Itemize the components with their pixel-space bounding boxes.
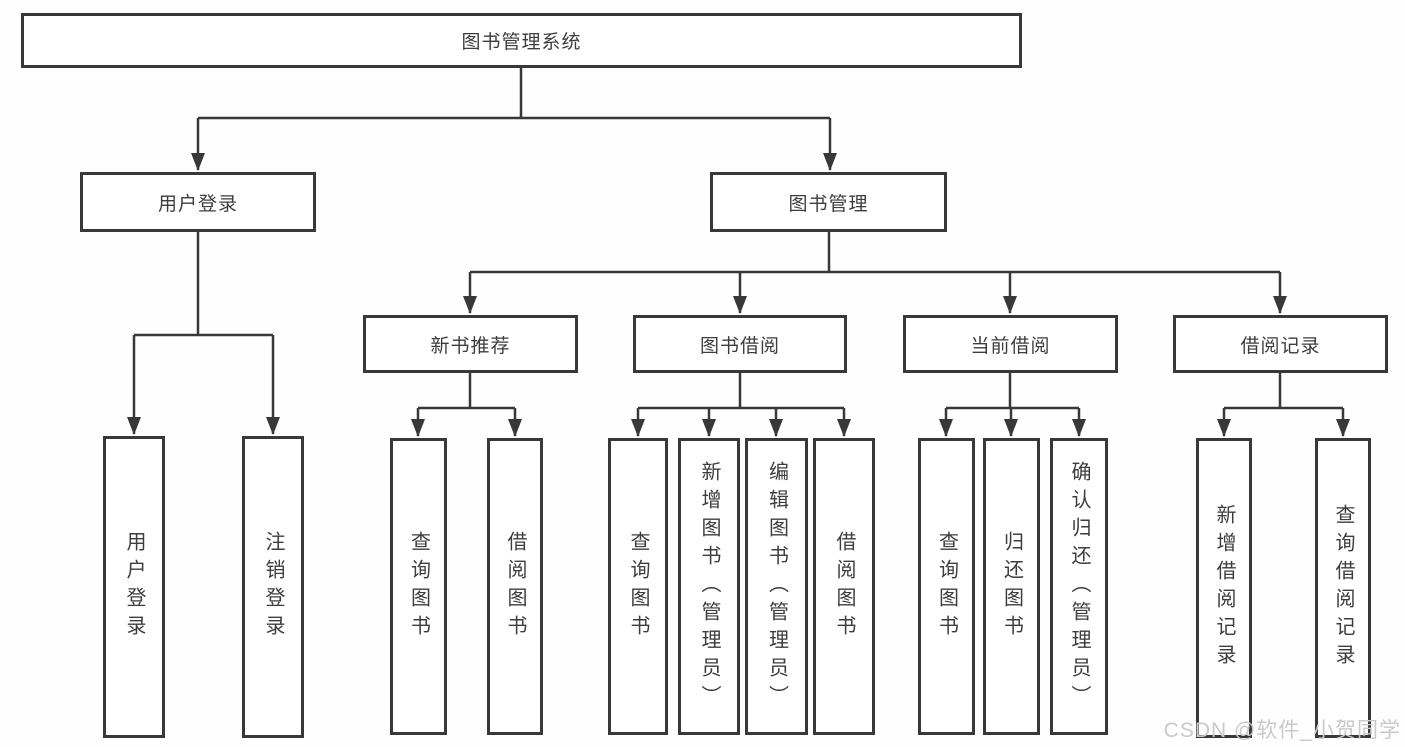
node-label: 查询图书 — [935, 530, 958, 643]
node-label: 确认归还（管理员） — [1068, 460, 1090, 713]
node-label: 查询图书 — [407, 530, 430, 643]
node-label: 图书管理系统 — [461, 32, 582, 53]
leaf-query-books-current: 查询图书 — [918, 438, 975, 735]
leaf-borrow-books-recommend: 借阅图书 — [487, 438, 543, 735]
connector-borrow-to-leaves — [638, 373, 844, 410]
node-label: 新增借阅记录 — [1213, 504, 1235, 672]
connector-userlogin-to-leaves — [134, 232, 273, 337]
node-label: 注销登录 — [262, 531, 284, 643]
node-label: 查询图书 — [627, 530, 649, 643]
csdn-watermark: CSDN @软件_小贺同学 — [1163, 719, 1401, 742]
leaf-confirm-return-admin: 确认归还（管理员） — [1050, 438, 1108, 735]
connector-bookmgmt-to-level3 — [470, 232, 1280, 274]
node-book-borrow: 图书借阅 — [633, 315, 847, 373]
node-label: 归还图书 — [1000, 530, 1023, 643]
node-label: 当前借阅 — [970, 335, 1051, 357]
node-borrow-records: 借阅记录 — [1173, 315, 1388, 373]
connector-newbook-to-leaves — [418, 373, 515, 410]
leaf-logout: 注销登录 — [242, 436, 304, 738]
node-label: 借阅记录 — [1240, 335, 1321, 357]
node-label: 用户登录 — [157, 193, 238, 215]
node-current-borrow: 当前借阅 — [903, 315, 1118, 373]
node-label: 图书借阅 — [699, 335, 780, 357]
leaf-user-login: 用户登录 — [103, 436, 165, 738]
node-label: 用户登录 — [123, 531, 145, 643]
node-label: 新增图书（管理员） — [698, 460, 720, 713]
connector-records-to-leaves — [1224, 373, 1343, 410]
node-label: 新书推荐 — [430, 335, 511, 357]
node-label: 编辑图书（管理员） — [765, 460, 788, 713]
node-label: 借阅图书 — [504, 530, 526, 643]
node-new-book-recommend: 新书推荐 — [363, 315, 578, 373]
connector-root-to-level2 — [198, 68, 830, 120]
connector-current-to-leaves — [946, 373, 1079, 410]
leaf-edit-books-admin: 编辑图书（管理员） — [745, 438, 808, 735]
leaf-query-borrow-record: 查询借阅记录 — [1315, 438, 1371, 738]
leaf-borrow-books: 借阅图书 — [813, 438, 875, 735]
node-book-management: 图书管理 — [710, 172, 947, 232]
leaf-add-borrow-record: 新增借阅记录 — [1196, 438, 1252, 738]
leaf-return-books: 归还图书 — [983, 438, 1040, 735]
leaf-query-books-recommend: 查询图书 — [390, 438, 447, 735]
node-label: 图书管理 — [788, 193, 869, 215]
node-root: 图书管理系统 — [21, 13, 1022, 68]
leaf-add-books-admin: 新增图书（管理员） — [678, 438, 740, 735]
node-label: 查询借阅记录 — [1332, 504, 1354, 672]
node-user-login: 用户登录 — [80, 172, 316, 232]
leaf-query-books-borrow: 查询图书 — [608, 438, 668, 735]
node-label: 借阅图书 — [833, 530, 855, 643]
